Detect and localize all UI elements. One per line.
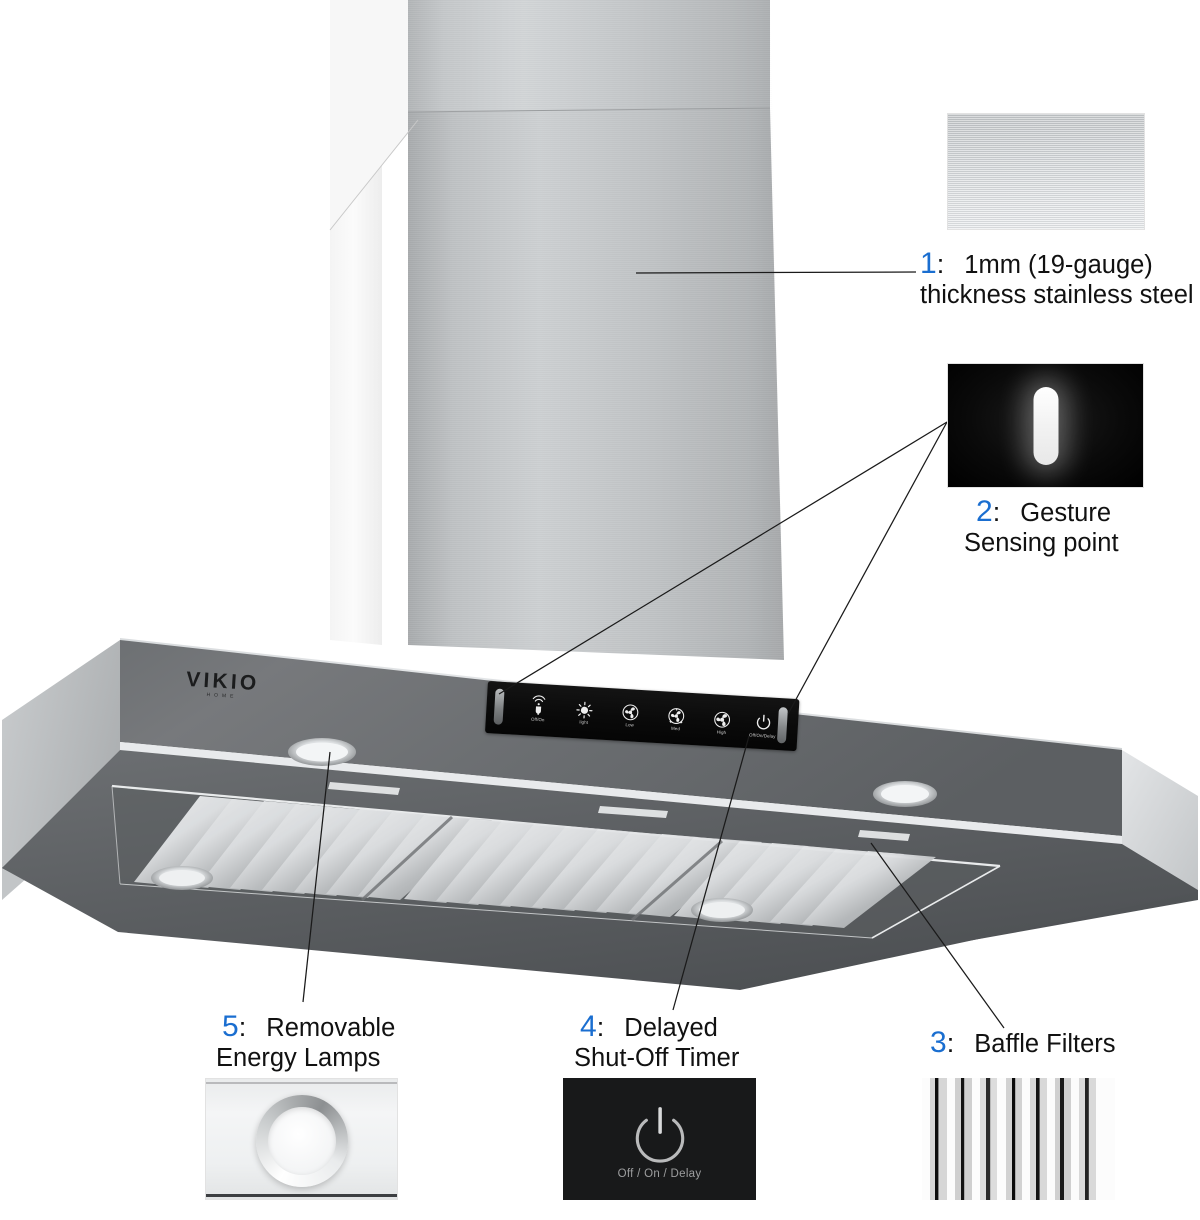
callout-1-line1: 1mm (19-gauge) xyxy=(964,251,1153,279)
callout-2-line1: Gesture xyxy=(1020,499,1112,527)
callout-2-text: 2: Gesture Sensing point xyxy=(964,495,1196,558)
chimney-brushed-texture xyxy=(408,0,784,660)
callout-1-text: 1: 1mm (19-gauge) thickness stainless st… xyxy=(920,249,1200,310)
callout-1-colon: : xyxy=(936,249,945,279)
callout-4-thumbnail: Off / On / Delay xyxy=(563,1078,756,1200)
callout-4-text: 4: Delayed Shut-Off Timer xyxy=(574,1010,830,1073)
callout-5-number: 5 xyxy=(222,1010,239,1043)
fan-low-icon xyxy=(622,704,639,721)
callout-2-thumbnail xyxy=(947,363,1144,488)
callout-3-line1: Baffle Filters xyxy=(974,1030,1116,1058)
power-icon xyxy=(756,714,770,730)
callout-1-thumbnail xyxy=(947,113,1145,230)
callout-2-colon: : xyxy=(992,497,1001,527)
callout-4-line1: Delayed xyxy=(624,1014,718,1042)
callout-3-number: 3 xyxy=(930,1026,947,1059)
lamp-panel-top-edge xyxy=(206,1082,397,1084)
callout-2-line2: Sensing point xyxy=(964,529,1119,557)
fan-med-icon xyxy=(668,708,685,724)
fan-high-icon xyxy=(714,711,731,728)
callout-1-number: 1 xyxy=(920,247,937,280)
gesture-window-left[interactable] xyxy=(493,688,505,725)
touch-control-panel[interactable]: Off/On light xyxy=(484,681,800,752)
callout-5-line2: Energy Lamps xyxy=(216,1044,381,1072)
brand-name: VIKIO xyxy=(185,667,261,696)
baffle-stripes xyxy=(922,1078,1115,1200)
power-delay-caption: Off / On / Delay xyxy=(617,1168,702,1180)
callout-4-colon: : xyxy=(596,1012,605,1042)
callout-5-line1: Removable xyxy=(266,1014,396,1042)
ctrl-button-power[interactable]: Off/On/Delay xyxy=(739,713,786,739)
callout-5-thumbnail xyxy=(205,1078,398,1200)
callout-5-text: 5: Removable Energy Lamps xyxy=(216,1010,492,1073)
ctrl-button-med[interactable]: Med xyxy=(652,706,699,732)
lamp-panel-bottom-edge xyxy=(206,1194,397,1197)
callout-3-thumbnail xyxy=(922,1078,1115,1200)
ctrl-label-high: High xyxy=(716,728,727,735)
callout-4-line2: Shut-Off Timer xyxy=(574,1044,740,1072)
ctrl-label-gesture: Off/On xyxy=(530,716,545,722)
callout-4-number: 4 xyxy=(580,1010,597,1043)
callout-1-line2: thickness stainless steel xyxy=(920,281,1194,309)
ctrl-button-light[interactable]: light xyxy=(561,699,608,725)
ctrl-button-gesture[interactable]: Off/On xyxy=(515,694,562,723)
lamp-ring-inner xyxy=(267,1107,336,1176)
brand-logo: VIKIO HOME xyxy=(185,667,261,701)
ctrl-label-light: light xyxy=(579,718,589,725)
power-delay-icon xyxy=(635,1107,684,1163)
gesture-sensor-icon xyxy=(532,695,546,715)
gesture-sensor-slot xyxy=(1033,386,1058,465)
ctrl-label-med: Med xyxy=(671,725,681,731)
callout-3-colon: : xyxy=(946,1028,955,1058)
ctrl-button-high[interactable]: High xyxy=(698,709,745,735)
callout-5-colon: : xyxy=(238,1012,247,1042)
ctrl-button-low[interactable]: Low xyxy=(607,702,654,728)
ctrl-label-low: Low xyxy=(625,721,635,728)
callout-2-number: 2 xyxy=(976,495,993,528)
callout-3-text: 3: Baffle Filters xyxy=(930,1028,1190,1059)
ctrl-label-power: Off/On/Delay xyxy=(748,731,776,739)
light-bulb-icon xyxy=(576,701,593,719)
